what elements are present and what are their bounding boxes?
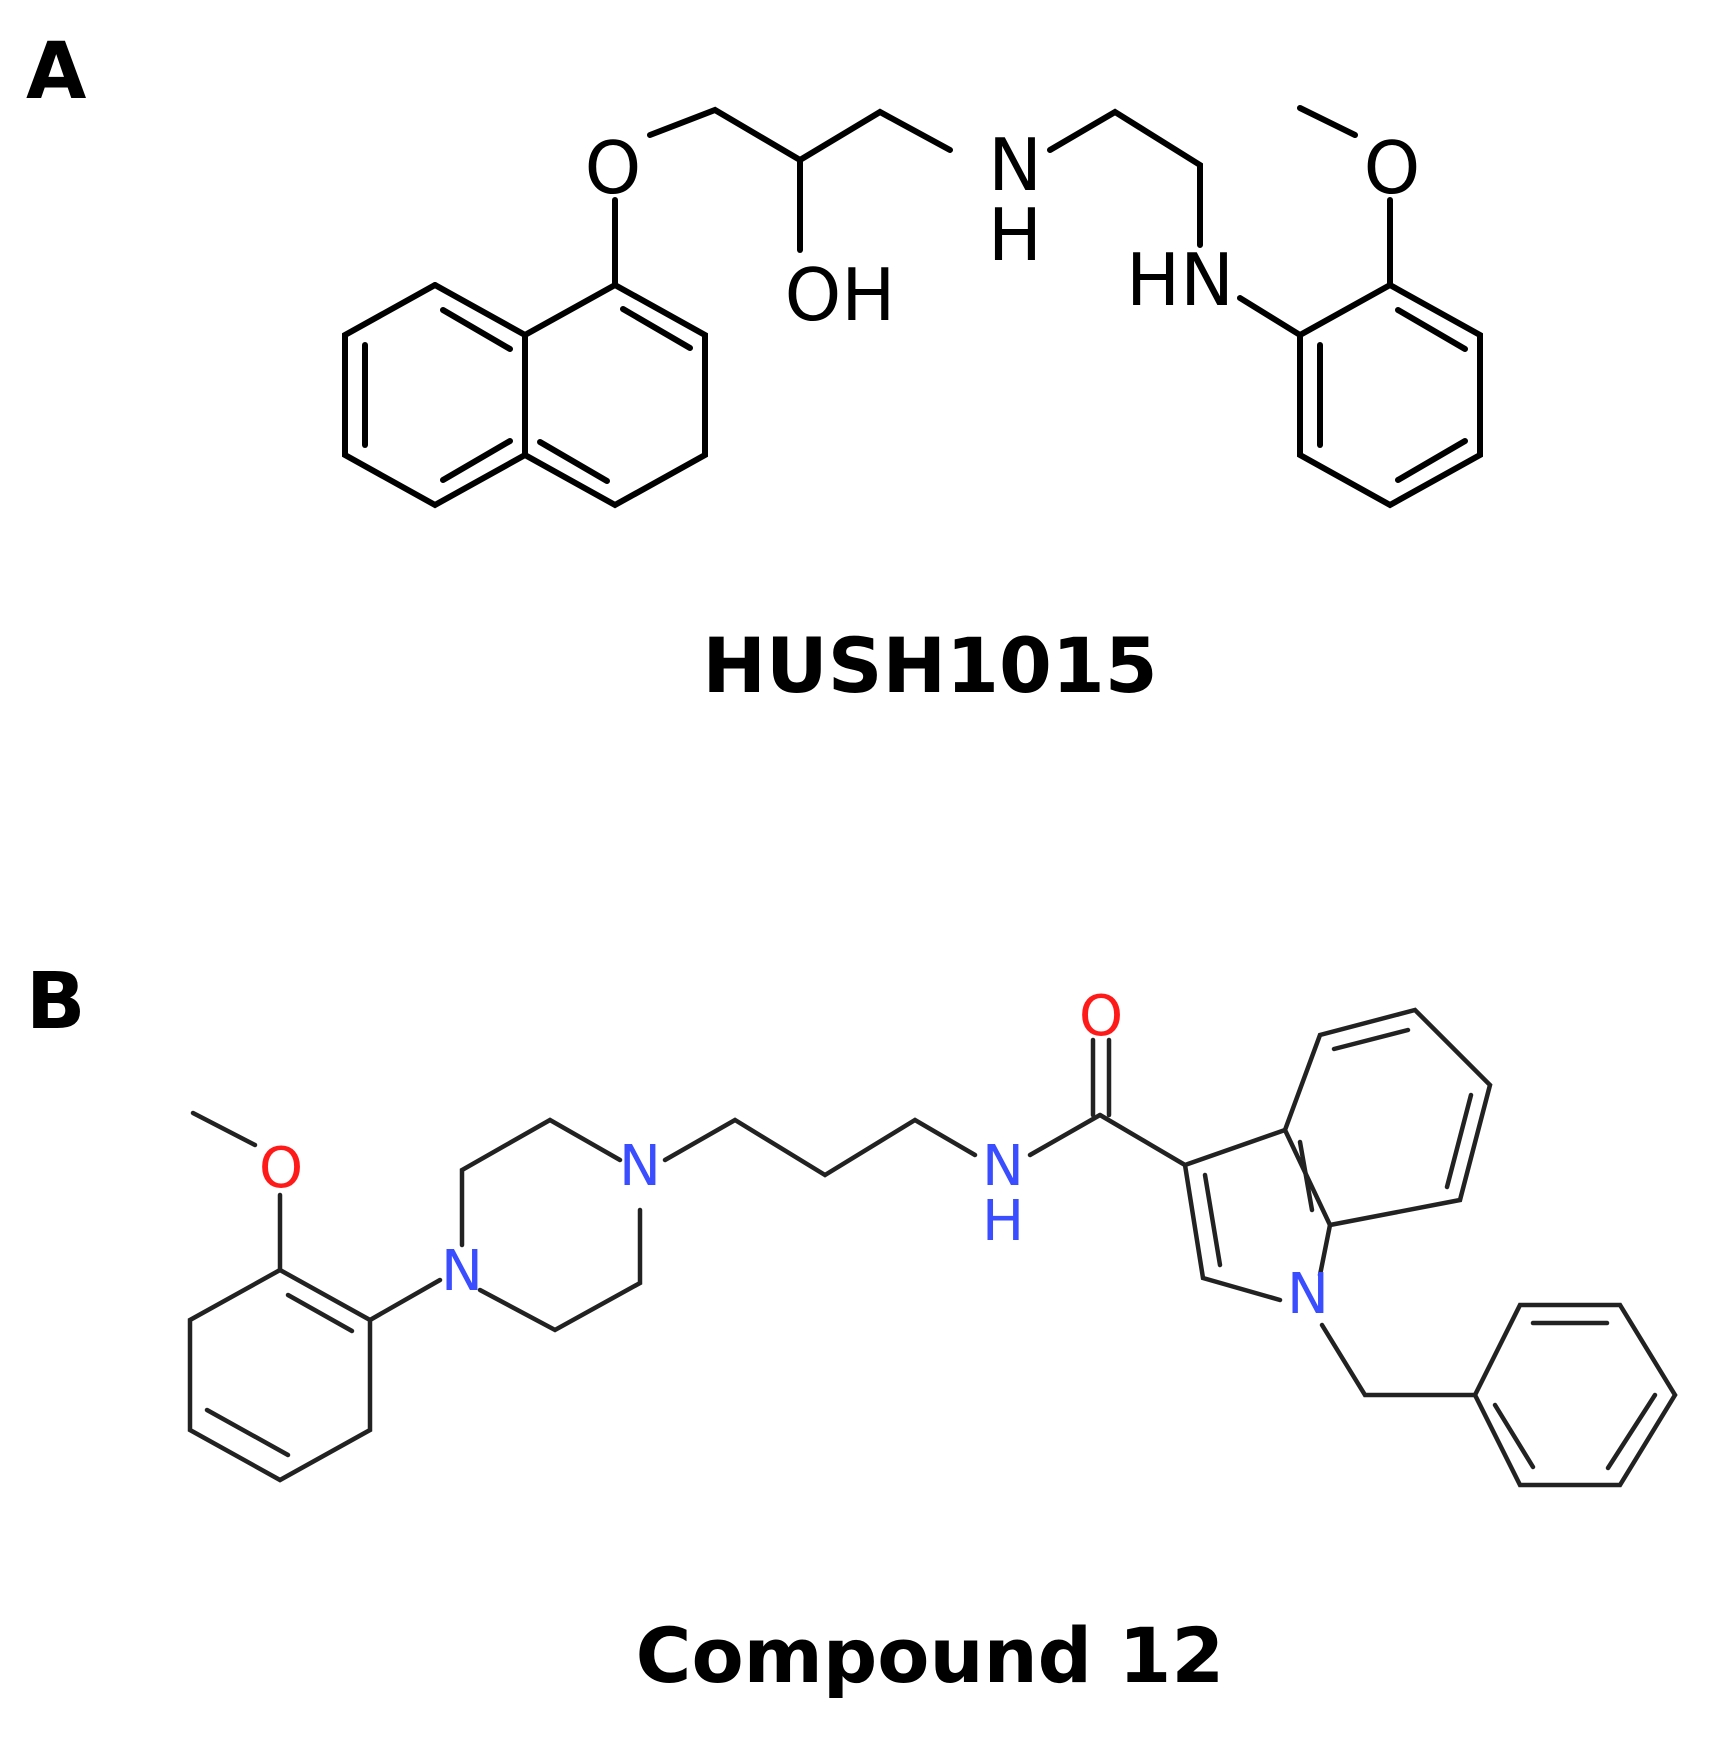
naphthalene-right-double-1 — [620, 306, 693, 351]
atom-amide-n: N — [982, 1134, 1024, 1199]
benzyl-double-3 — [1492, 1402, 1536, 1470]
naphthalene-left-double-3 — [440, 307, 513, 352]
indole-benzo-ring — [1282, 1007, 1493, 1228]
compound-name-b: Compound 12 — [636, 1611, 1225, 1700]
benzyl-ch2-bonds — [1319, 1322, 1478, 1398]
panel-a-label: A — [26, 27, 86, 117]
piperazine-upper-bonds — [459, 1117, 623, 1248]
indole-fused-double — [1297, 1139, 1315, 1213]
aryl-n-bond — [367, 1277, 443, 1323]
atom-o-methoxy: O — [1364, 126, 1421, 210]
methoxyphenyl-double-2 — [204, 1407, 291, 1458]
panel-a: A O OH N H HN — [26, 27, 1483, 710]
atom-amine-n: N — [988, 123, 1042, 207]
structure-compound-12: O N N N H O N — [187, 984, 1678, 1488]
compound-name-a: HUSH1015 — [702, 621, 1157, 710]
atom-indole-n: N — [1287, 1262, 1329, 1327]
indole-benzo-double-2 — [1444, 1092, 1474, 1190]
indole-c3-c2-bond — [1182, 1162, 1283, 1303]
indole-c3-c3a-bond — [1182, 1127, 1288, 1168]
naphthalene-left-double-2 — [440, 438, 513, 483]
atom-o-ether: O — [585, 126, 642, 210]
indole-c2-c3-double — [1202, 1172, 1223, 1268]
carbonyl-c3-bond — [1097, 1112, 1188, 1168]
atom-hydroxyl: OH — [785, 253, 896, 337]
anisole-double-2 — [1395, 438, 1468, 483]
atom-n-piperazine-top: N — [619, 1134, 661, 1199]
atom-amine-h: H — [988, 193, 1042, 277]
benzyl-phenyl-ring — [1472, 1302, 1678, 1488]
atom-o-methoxy-b: O — [259, 1136, 303, 1201]
indole-benzo-double-1 — [1331, 1027, 1411, 1052]
atom-hn: HN — [1126, 238, 1234, 322]
propyl-chain — [662, 1117, 978, 1178]
naphthalene-right-double-2 — [537, 439, 610, 484]
anisole-double-3 — [1395, 307, 1468, 352]
panel-b-label: B — [26, 957, 85, 1047]
naphthalene-left-ring — [342, 282, 528, 509]
naphthalene-right-ring — [432, 281, 708, 509]
anisole-ring — [1297, 281, 1483, 509]
ethylene-chain — [1047, 108, 1203, 248]
atom-amide-h: H — [982, 1189, 1024, 1254]
n-aryl-bond — [1237, 295, 1303, 338]
atom-carbonyl-o: O — [1079, 984, 1123, 1049]
piperazine-lower-bonds — [477, 1207, 643, 1333]
atom-n-piperazine-bottom: N — [441, 1239, 483, 1304]
methoxyphenyl-double-1 — [285, 1292, 355, 1334]
n-carbonyl-bond — [1027, 1112, 1103, 1158]
methyl-bond — [1297, 105, 1358, 138]
indole-c7a-n-bond — [1317, 1222, 1333, 1278]
propanol-chain — [647, 106, 953, 164]
panel-b: B O N N N H O — [26, 957, 1678, 1700]
methyl-bond-b — [190, 1110, 258, 1148]
structure-hush1015: O OH N H HN O — [342, 105, 1483, 509]
benzyl-double-2 — [1605, 1392, 1658, 1471]
